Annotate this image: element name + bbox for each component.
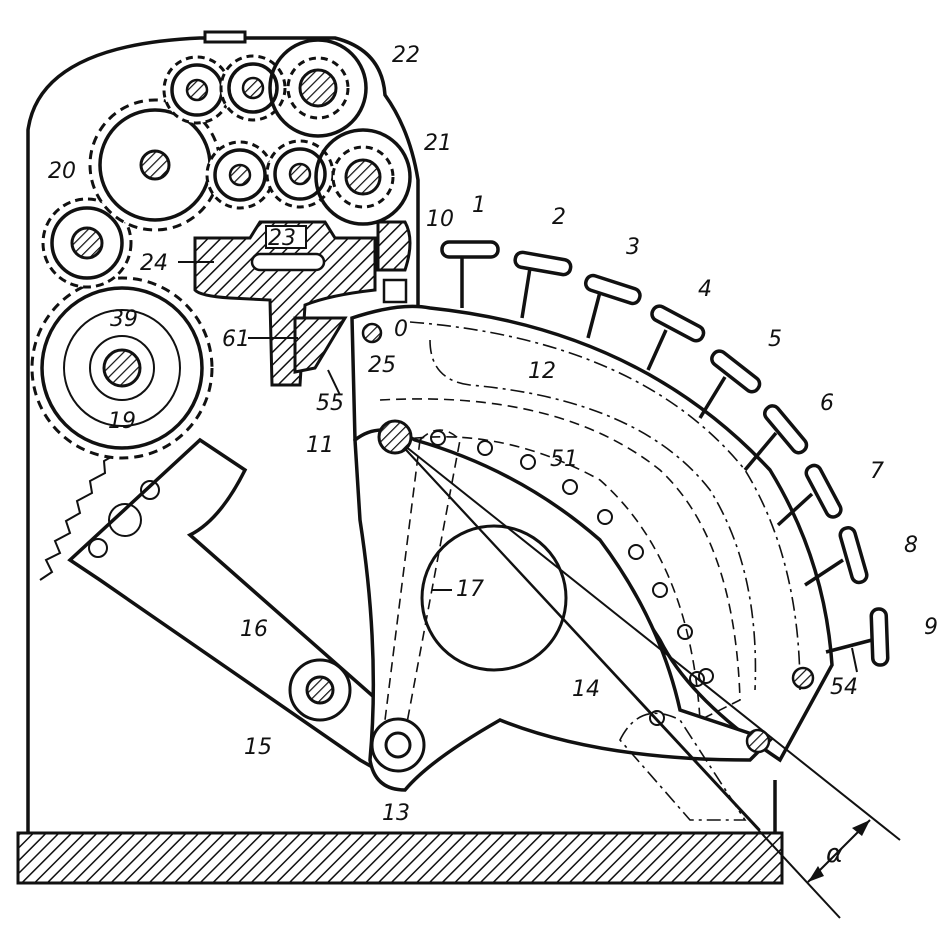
drive-arm-16 xyxy=(67,437,402,783)
label-9: 9 xyxy=(924,615,938,640)
latch-10 xyxy=(376,220,412,272)
wedge-61 xyxy=(293,316,348,374)
label-10: 10 xyxy=(426,207,454,232)
carriage-slot xyxy=(250,252,326,272)
arm-hole-a xyxy=(108,503,142,537)
block-23-box xyxy=(265,225,307,249)
angle-line-1 xyxy=(394,437,901,841)
key-4 xyxy=(646,304,706,371)
housing-outline xyxy=(26,36,420,833)
rest-dashdot-outline xyxy=(619,712,747,821)
lead-55 xyxy=(327,369,341,396)
key-1 xyxy=(440,240,500,308)
gear-train xyxy=(30,38,412,460)
alpha-arrow-1 xyxy=(808,866,824,882)
label-alpha: α xyxy=(826,839,843,869)
pivot-15-inner xyxy=(305,675,335,705)
housing-top-notch xyxy=(203,30,247,44)
key-row xyxy=(440,240,890,667)
label-51: 51 xyxy=(550,447,578,472)
label-11: 11 xyxy=(306,433,334,458)
sector-dashdot-outer xyxy=(409,321,801,691)
label-8: 8 xyxy=(904,533,918,558)
lead-54 xyxy=(851,647,858,673)
label-23: 23 xyxy=(268,226,296,251)
shaft-20 xyxy=(70,226,104,260)
pin-right-b xyxy=(745,728,771,754)
label-24: 24 xyxy=(140,251,168,276)
pivot-13-inner xyxy=(384,731,412,759)
label-14: 14 xyxy=(572,677,600,702)
stop-bar xyxy=(382,278,408,304)
label-55: 55 xyxy=(316,391,344,416)
carriage-24 xyxy=(193,220,377,387)
label-19: 19 xyxy=(108,409,136,434)
arm-hole-c xyxy=(140,480,160,500)
label-4: 4 xyxy=(698,277,712,302)
label-25: 25 xyxy=(368,353,396,378)
key-2 xyxy=(513,250,573,319)
key-7 xyxy=(776,463,843,527)
key-6 xyxy=(743,404,809,472)
label-0: 0 xyxy=(394,317,408,342)
label-39: 39 xyxy=(110,307,138,332)
label-7: 7 xyxy=(870,459,884,484)
label-54: 54 xyxy=(830,675,858,700)
label-5: 5 xyxy=(768,327,782,352)
key-9 xyxy=(825,607,890,667)
label-1: 1 xyxy=(472,193,486,218)
pin-25 xyxy=(361,322,383,344)
base-plate xyxy=(16,831,784,885)
pivot-11 xyxy=(377,419,413,455)
pin-right-a xyxy=(791,666,815,690)
label-61: 61 xyxy=(222,327,250,352)
key-5 xyxy=(698,349,762,419)
label-22: 22 xyxy=(392,43,420,68)
label-17: 17 xyxy=(456,577,484,602)
lever-cutout-17 xyxy=(420,524,568,672)
alpha-arrow-2 xyxy=(852,820,870,836)
label-12: 12 xyxy=(528,359,556,384)
label-13: 13 xyxy=(382,801,410,826)
angle-line-3 xyxy=(394,437,761,831)
label-2: 2 xyxy=(552,205,566,230)
sector-dashed-track xyxy=(379,398,741,722)
label-15: 15 xyxy=(244,735,272,760)
label-20: 20 xyxy=(48,159,76,184)
hole-row-51 xyxy=(430,430,714,726)
key-3 xyxy=(583,273,642,339)
shaft-19 xyxy=(102,348,142,388)
label-21: 21 xyxy=(424,131,452,156)
sector-dashdot-inner xyxy=(429,339,757,691)
pawl-dashed-outline xyxy=(379,429,461,761)
label-3: 3 xyxy=(626,235,640,260)
arm-hole-b xyxy=(88,538,108,558)
label-16: 16 xyxy=(240,617,268,642)
key-8 xyxy=(804,526,869,587)
label-6: 6 xyxy=(820,391,834,416)
